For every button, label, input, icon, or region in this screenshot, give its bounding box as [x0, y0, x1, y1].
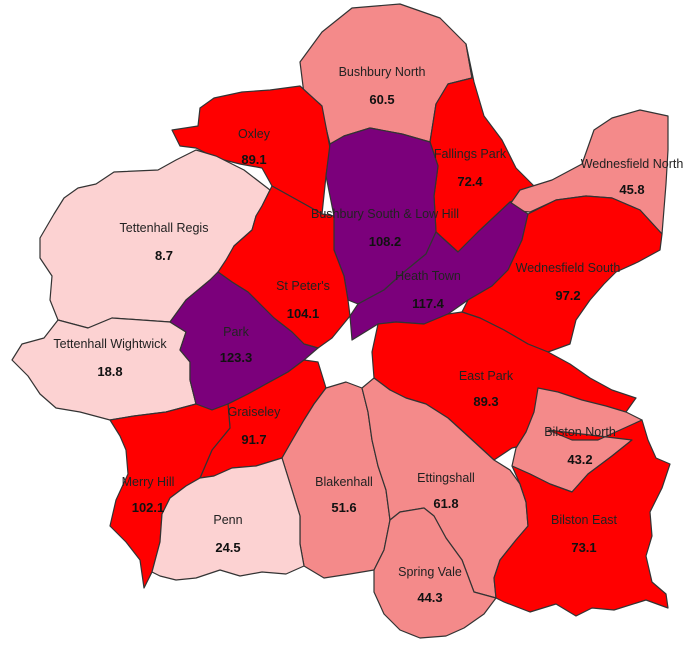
ward-regions	[11, 3, 671, 639]
ward-name-bilston-east: Bilston East	[551, 513, 618, 527]
ward-label-tettenhall-regis: Tettenhall Regis 8.7	[120, 221, 209, 263]
ward-name-graiseley: Graiseley	[228, 405, 282, 419]
ward-value-wednesfield-south: 97.2	[555, 288, 580, 303]
ward-value-bushbury-south-low-hill: 108.2	[369, 234, 402, 249]
ward-value-bilston-east: 73.1	[571, 540, 596, 555]
ward-value-bilston-north: 43.2	[567, 452, 592, 467]
ward-label-bushbury-south-low-hill: Bushbury South & Low Hill 108.2	[311, 207, 459, 249]
ward-label-bushbury-north: Bushbury North 60.5	[339, 65, 426, 107]
ward-name-tettenhall-regis: Tettenhall Regis	[120, 221, 209, 235]
ward-value-graiseley: 91.7	[241, 432, 266, 447]
ward-name-park: Park	[223, 325, 249, 339]
ward-label-tettenhall-wightwick: Tettenhall Wightwick 18.8	[53, 337, 167, 379]
ward-name-penn: Penn	[213, 513, 242, 527]
ward-value-blakenhall: 51.6	[331, 500, 356, 515]
ward-label-ettingshall: Ettingshall 61.8	[417, 471, 475, 511]
ward-label-bilston-north: Bilston North 43.2	[544, 425, 616, 467]
ward-label-wednesfield-south: Wednesfield South 97.2	[516, 261, 621, 303]
ward-name-bushbury-south-low-hill: Bushbury South & Low Hill	[311, 207, 459, 221]
ward-value-fallings-park: 72.4	[457, 174, 483, 189]
ward-name-st-peters: St Peter's	[276, 279, 330, 293]
ward-value-penn: 24.5	[215, 540, 240, 555]
ward-value-tettenhall-regis: 8.7	[155, 248, 173, 263]
ward-value-st-peters: 104.1	[287, 306, 320, 321]
ward-region-spring-vale	[373, 507, 497, 639]
ward-value-ettingshall: 61.8	[433, 496, 458, 511]
ward-value-wednesfield-north: 45.8	[619, 182, 644, 197]
ward-name-east-park: East Park	[459, 369, 514, 383]
ward-label-fallings-park: Fallings Park 72.4	[434, 147, 507, 189]
ward-label-blakenhall: Blakenhall 51.6	[315, 475, 373, 515]
ward-value-bushbury-north: 60.5	[369, 92, 394, 107]
ward-region-penn	[151, 457, 305, 581]
ward-label-st-peters: St Peter's 104.1	[276, 279, 330, 321]
ward-name-tettenhall-wightwick: Tettenhall Wightwick	[53, 337, 167, 351]
ward-label-east-park: East Park 89.3	[459, 369, 514, 409]
ward-value-merry-hill: 102.1	[132, 500, 165, 515]
ward-value-heath-town: 117.4	[412, 296, 445, 311]
ward-value-east-park: 89.3	[473, 394, 498, 409]
ward-name-oxley: Oxley	[238, 127, 271, 141]
ward-name-merry-hill: Merry Hill	[122, 475, 175, 489]
ward-value-tettenhall-wightwick: 18.8	[97, 364, 122, 379]
ward-name-blakenhall: Blakenhall	[315, 475, 373, 489]
ward-name-spring-vale: Spring Vale	[398, 565, 462, 579]
ward-label-heath-town: Heath Town 117.4	[395, 269, 461, 311]
ward-name-wednesfield-north: Wednesfield North	[581, 157, 684, 171]
ward-region-wednesfield-south	[461, 195, 663, 353]
ward-name-wednesfield-south: Wednesfield South	[516, 261, 621, 275]
ward-name-bilston-north: Bilston North	[544, 425, 616, 439]
ward-value-oxley: 89.1	[241, 152, 266, 167]
ward-label-park: Park 123.3	[220, 325, 253, 365]
ward-label-merry-hill: Merry Hill 102.1	[122, 475, 175, 515]
ward-name-heath-town: Heath Town	[395, 269, 461, 283]
ward-region-bilston-east	[493, 419, 671, 617]
ward-label-bilston-east: Bilston East 73.1	[551, 513, 618, 555]
ward-value-park: 123.3	[220, 350, 253, 365]
ward-name-fallings-park: Fallings Park	[434, 147, 507, 161]
ward-name-bushbury-north: Bushbury North	[339, 65, 426, 79]
ward-label-wednesfield-north: Wednesfield North 45.8	[581, 157, 684, 197]
ward-label-graiseley: Graiseley 91.7	[228, 405, 282, 447]
ward-label-spring-vale: Spring Vale 44.3	[398, 565, 462, 605]
ward-label-oxley: Oxley 89.1	[238, 127, 271, 167]
ward-label-penn: Penn 24.5	[213, 513, 242, 555]
ward-name-ettingshall: Ettingshall	[417, 471, 475, 485]
ward-value-spring-vale: 44.3	[417, 590, 442, 605]
